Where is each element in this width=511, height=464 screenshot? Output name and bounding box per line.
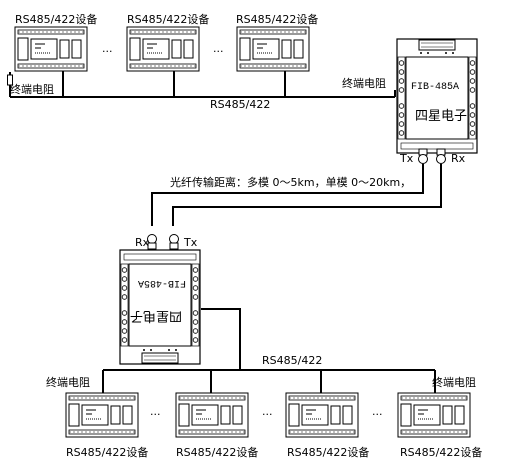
terminal-resistor-label-bottom-right: 终端电阻 — [432, 375, 476, 389]
terminal-resistor-top-left — [7, 74, 13, 86]
converter-top — [396, 38, 478, 154]
terminal-resistor-label-bottom-left: 终端电阻 — [46, 375, 90, 389]
port-rx-top: Rx — [451, 152, 466, 165]
device-top-2 — [126, 26, 200, 72]
terminal-resistor-label-top-right: 终端电阻 — [342, 76, 386, 90]
device-top-label-1: RS485/422设备 — [15, 12, 97, 26]
device-top-label-3: RS485/422设备 — [236, 12, 318, 26]
device-bottom-3 — [285, 392, 359, 438]
bottom-bus — [102, 369, 436, 393]
device-top-3 — [236, 26, 310, 72]
converter-bottom-brand: 四星电子 — [130, 308, 182, 323]
top-bus — [9, 71, 396, 98]
device-bottom-label-2: RS485/422设备 — [176, 445, 258, 459]
converter-bus-link — [201, 308, 241, 370]
device-top-label-2: RS485/422设备 — [127, 12, 209, 26]
ellipsis-bottom-1: ··· — [150, 408, 161, 421]
port-tx-top: Tx — [399, 152, 414, 165]
converter-bottom-ports — [147, 234, 179, 250]
port-rx-bottom: Rx — [135, 236, 150, 249]
device-bottom-1 — [65, 392, 139, 438]
converter-bottom-model: FIB-485A — [138, 277, 186, 288]
terminal-resistor-label-top-left: 终端电阻 — [10, 82, 54, 96]
converter-top-model: FIB-485A — [411, 82, 459, 93]
device-top-1 — [14, 26, 88, 72]
device-bottom-2 — [175, 392, 249, 438]
device-bottom-label-3: RS485/422设备 — [287, 445, 369, 459]
bus-label-top: RS485/422 — [210, 98, 270, 111]
port-tx-bottom: Tx — [183, 236, 198, 249]
converter-top-ports — [418, 148, 446, 164]
converter-top-brand: 四星电子 — [415, 109, 467, 124]
ellipsis-bottom-3: ··· — [372, 408, 383, 421]
fiber-distance-note: 光纤传输距离：多模 0～5km，单模 0～20km， — [170, 175, 411, 189]
ellipsis-top-2: ··· — [213, 45, 224, 58]
device-bottom-label-1: RS485/422设备 — [66, 445, 148, 459]
fiber-cable — [151, 164, 442, 226]
device-bottom-4 — [397, 392, 471, 438]
device-bottom-label-4: RS485/422设备 — [400, 445, 482, 459]
converter-bottom — [119, 249, 201, 365]
bus-label-bottom: RS485/422 — [262, 354, 322, 367]
ellipsis-top-1: ··· — [102, 45, 113, 58]
ellipsis-bottom-2: ··· — [262, 408, 273, 421]
